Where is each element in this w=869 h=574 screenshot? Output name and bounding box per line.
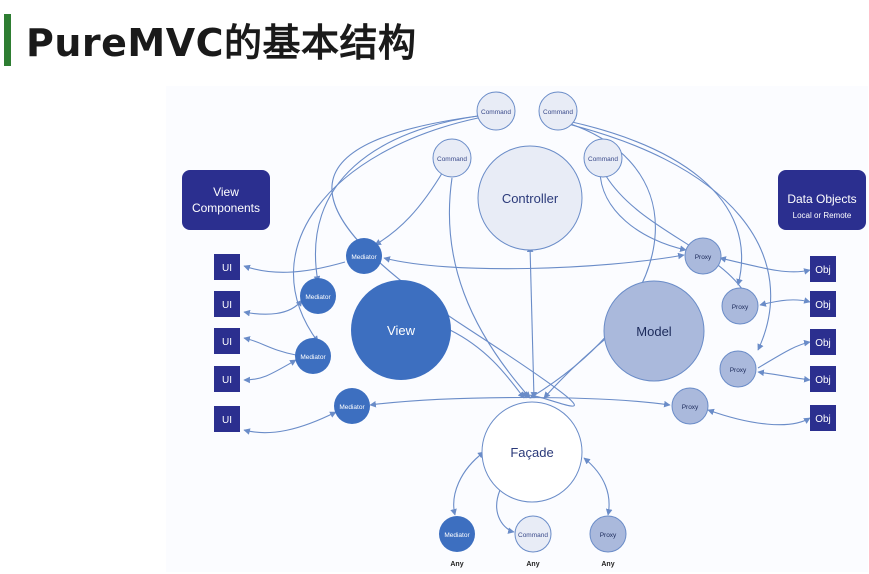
controller-label: Controller bbox=[502, 191, 559, 206]
bottom-mediator-label: Mediator bbox=[444, 532, 470, 539]
any-label: Any bbox=[526, 561, 539, 568]
mediator-label: Mediator bbox=[351, 254, 377, 261]
ui-box: UI bbox=[222, 337, 232, 348]
controller-node: Controller bbox=[477, 145, 583, 251]
any-label: Any bbox=[450, 561, 463, 568]
obj-boxes: Obj Obj Obj Obj Obj bbox=[810, 256, 836, 431]
ui-box: UI bbox=[222, 415, 232, 426]
ui-boxes: UI UI UI UI UI bbox=[214, 254, 240, 432]
data-objects-line1: Data Objects bbox=[787, 192, 856, 206]
obj-box: Obj bbox=[815, 414, 831, 425]
mediator-label: Mediator bbox=[339, 404, 365, 411]
proxy-label: Proxy bbox=[682, 404, 699, 411]
view-label: View bbox=[387, 323, 416, 338]
obj-box: Obj bbox=[815, 300, 831, 311]
command-label: Command bbox=[481, 109, 511, 116]
facade-node: Façade bbox=[481, 401, 583, 503]
command-label: Command bbox=[588, 156, 618, 163]
obj-box: Obj bbox=[815, 375, 831, 386]
obj-box: Obj bbox=[815, 265, 831, 276]
bottom-command-label: Command bbox=[518, 532, 548, 539]
bottom-actors: Mediator Command Proxy Any Any Any bbox=[439, 515, 627, 568]
data-objects-line2: Local or Remote bbox=[793, 211, 852, 220]
view-node: View bbox=[351, 280, 451, 380]
obj-box: Obj bbox=[815, 338, 831, 349]
command-nodes: Command Command Command Command bbox=[432, 91, 623, 178]
proxy-label: Proxy bbox=[732, 304, 749, 311]
facade-label: Façade bbox=[510, 445, 553, 460]
model-node: Model bbox=[603, 280, 705, 382]
mediator-label: Mediator bbox=[300, 354, 326, 361]
model-label: Model bbox=[636, 324, 672, 339]
ui-box: UI bbox=[222, 375, 232, 386]
view-components-line2: Components bbox=[192, 201, 260, 215]
bottom-proxy-label: Proxy bbox=[600, 532, 617, 539]
proxy-nodes: Proxy Proxy Proxy Proxy bbox=[671, 237, 759, 425]
connection-lines bbox=[243, 115, 811, 534]
mediator-label: Mediator bbox=[305, 294, 331, 301]
command-label: Command bbox=[437, 156, 467, 163]
mediator-nodes: Mediator Mediator Mediator Mediator bbox=[295, 238, 382, 424]
ui-box: UI bbox=[222, 300, 232, 311]
command-label: Command bbox=[543, 109, 573, 116]
proxy-label: Proxy bbox=[730, 367, 747, 374]
view-components-box: View Components bbox=[182, 170, 270, 230]
view-components-line1: View bbox=[213, 185, 239, 199]
proxy-label: Proxy bbox=[695, 254, 712, 261]
any-label: Any bbox=[601, 561, 614, 568]
page-title: PureMVC的基本结构 bbox=[26, 21, 417, 65]
ui-box: UI bbox=[222, 263, 232, 274]
title-accent-bar bbox=[4, 14, 11, 66]
data-objects-box: Data Objects Local or Remote bbox=[778, 170, 866, 230]
